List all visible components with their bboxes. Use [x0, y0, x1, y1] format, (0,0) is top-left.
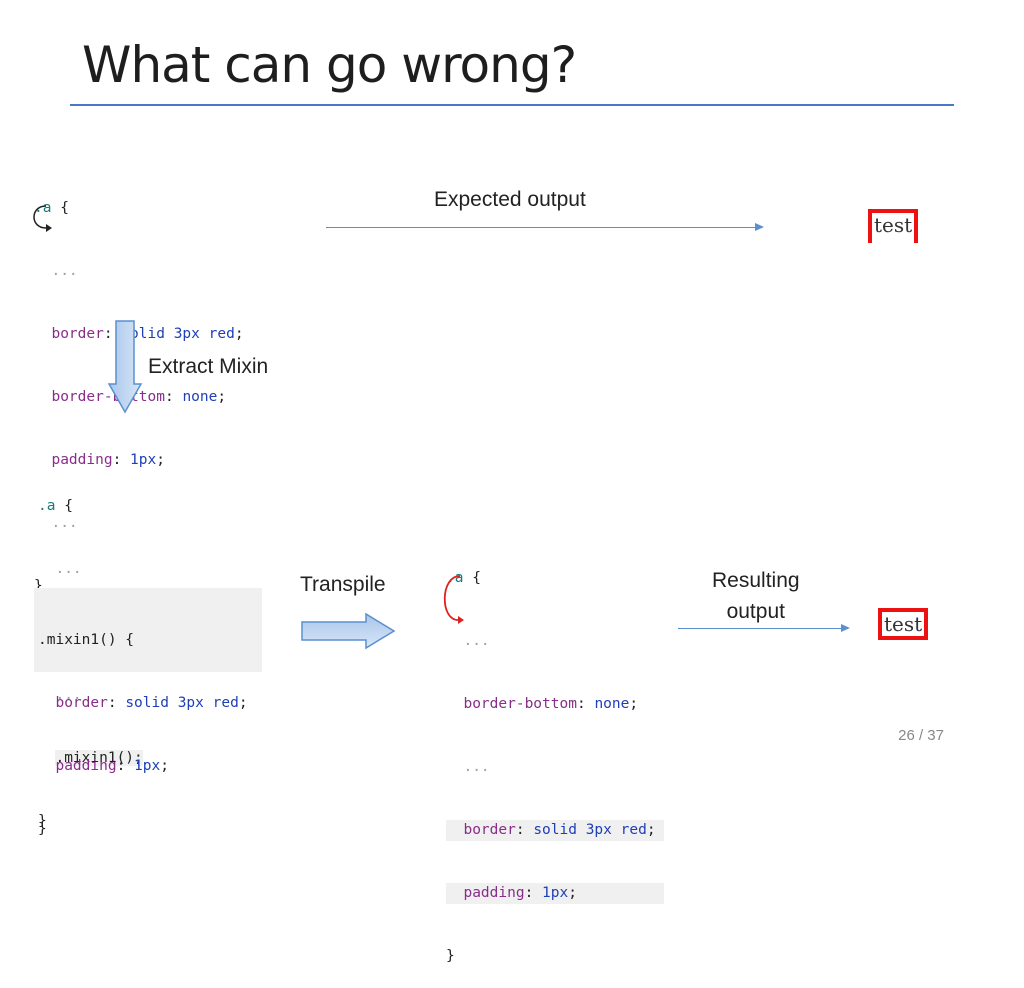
- right-arrow-icon: [301, 612, 396, 650]
- code-ellipsis: ...: [55, 687, 82, 703]
- code-ellipsis: ...: [51, 263, 78, 279]
- override-arrow-icon: [33, 205, 52, 232]
- mixin-call: .mixin1();: [55, 750, 143, 766]
- code-property: border: [463, 822, 516, 838]
- code-property: padding: [55, 758, 117, 774]
- page-number: 26 / 37: [898, 727, 944, 744]
- code-value: none: [182, 389, 218, 405]
- code-value: solid 3px red: [125, 695, 239, 711]
- extract-mixin-label: Extract Mixin: [148, 355, 269, 378]
- code-property: border: [51, 326, 104, 342]
- expected-test-sample: test: [868, 209, 919, 243]
- code-property: padding: [463, 885, 525, 901]
- override-arrow-red-icon: [443, 575, 464, 624]
- code-value: none: [594, 696, 630, 712]
- transpile-label: Transpile: [300, 573, 386, 596]
- down-arrow-icon: [107, 320, 143, 414]
- code-selector: .a: [38, 498, 56, 514]
- mixin-definition: .mixin1() { border: solid 3px red; paddi…: [34, 588, 262, 837]
- code-ellipsis: ...: [51, 515, 78, 531]
- code-selector: .a: [34, 200, 52, 216]
- expected-output-label: Expected output: [434, 188, 586, 211]
- code-value: 1px: [134, 758, 161, 774]
- title-underline: [70, 104, 954, 106]
- slide-title: What can go wrong?: [82, 36, 577, 94]
- code-original: .a { ... border: solid 3px red; border-b…: [34, 200, 244, 594]
- code-value: solid 3px red: [533, 822, 647, 838]
- expected-arrow: [326, 223, 764, 231]
- code-value: 1px: [130, 452, 157, 468]
- code-property: padding: [51, 452, 113, 468]
- code-ellipsis: ...: [463, 633, 490, 649]
- code-ellipsis: ...: [463, 759, 490, 775]
- code-ellipsis: ...: [55, 561, 82, 577]
- resulting-output-label: Resulting output: [712, 569, 800, 623]
- code-value: 1px: [542, 885, 569, 901]
- code-property: border: [55, 695, 108, 711]
- code-result: .a { ... border-bottom: none; ... border…: [446, 526, 664, 988]
- code-property: border-bottom: [463, 696, 577, 712]
- result-test-sample: test: [878, 608, 929, 640]
- result-arrow: [678, 624, 850, 632]
